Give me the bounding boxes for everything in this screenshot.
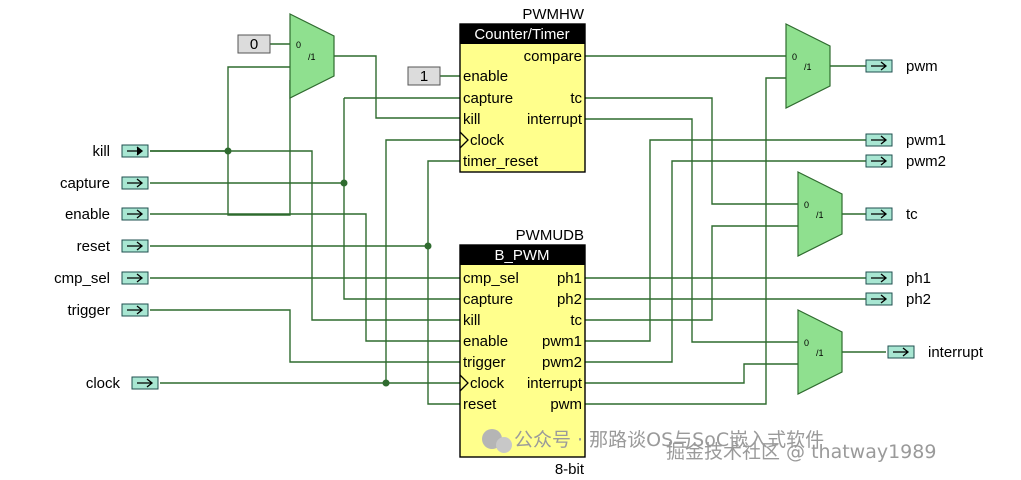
pwmhw-pin-timer-reset: timer_reset — [463, 153, 539, 170]
svg-text:0: 0 — [804, 200, 809, 210]
mux-interrupt[interactable]: 0 /1 — [797, 309, 843, 395]
input-label-trigger: trigger — [67, 302, 110, 319]
output-port-interrupt[interactable]: interrupt — [887, 344, 984, 361]
pwmudb-footer: 8-bit — [555, 461, 585, 478]
pwmudb-pin-capture: capture — [463, 291, 513, 308]
pwmhw-pin-interrupt: interrupt — [527, 111, 583, 128]
svg-text:/1: /1 — [816, 348, 824, 358]
input-label-reset: reset — [77, 238, 111, 255]
pwmudb-pin-ph1: ph1 — [557, 270, 582, 287]
output-port-pwm2[interactable]: pwm2 — [865, 153, 946, 170]
input-label-clock: clock — [86, 375, 121, 392]
output-label-ph2: ph2 — [906, 291, 931, 308]
pwmhw-block[interactable]: PWMHW Counter/Timer enable capture kill … — [459, 6, 586, 173]
pwmudb-pin-cmp-sel: cmp_sel — [463, 270, 519, 287]
input-port-enable[interactable]: enable — [65, 206, 149, 223]
pwmudb-pin-interrupt: interrupt — [527, 375, 583, 392]
output-port-pwm[interactable]: pwm — [865, 58, 938, 75]
pwmudb-pin-pwm: pwm — [550, 396, 582, 413]
clock-edge-icon — [459, 374, 469, 392]
pwmudb-instance-name: PWMUDB — [516, 227, 584, 244]
constant-0-value: 0 — [250, 36, 258, 53]
input-label-enable: enable — [65, 206, 110, 223]
pwmhw-pin-enable: enable — [463, 68, 508, 85]
svg-text:0: 0 — [296, 40, 301, 50]
wires — [150, 43, 886, 405]
pwmudb-pin-kill: kill — [463, 312, 481, 329]
output-label-pwm1: pwm1 — [906, 132, 946, 149]
watermark-text: 公众号 · 那路谈OS与SoC嵌入式软件 — [514, 429, 824, 451]
pwmhw-pin-capture: capture — [463, 90, 513, 107]
output-port-ph2[interactable]: ph2 — [865, 291, 931, 308]
input-port-capture[interactable]: capture — [60, 175, 149, 192]
pwmudb-pin-trigger: trigger — [463, 354, 506, 371]
svg-text:0: 0 — [804, 338, 809, 348]
pwmudb-block[interactable]: PWMUDB B_PWM cmp_sel capture kill enable… — [459, 227, 586, 478]
constant-1[interactable]: 1 — [407, 66, 441, 86]
output-port-tc[interactable]: tc — [865, 206, 918, 223]
input-port-reset[interactable]: reset — [77, 238, 149, 255]
output-label-pwm: pwm — [906, 58, 938, 75]
mux-tc[interactable]: 0 /1 — [797, 171, 843, 257]
pwmudb-pin-clock: clock — [470, 375, 505, 392]
watermark-text-2: 掘金技术社区 @ thatway1989 — [666, 441, 936, 463]
pwmudb-pin-pwm2: pwm2 — [542, 354, 582, 371]
pwmudb-type: B_PWM — [494, 247, 549, 264]
pwmhw-pin-clock: clock — [470, 132, 505, 149]
svg-text:0: 0 — [792, 52, 797, 62]
pwmhw-instance-name: PWMHW — [522, 6, 584, 23]
svg-text:/1: /1 — [308, 52, 316, 62]
pwmhw-pin-compare: compare — [524, 48, 582, 65]
pwmudb-pin-ph2: ph2 — [557, 291, 582, 308]
output-label-interrupt: interrupt — [928, 344, 984, 361]
output-label-ph1: ph1 — [906, 270, 931, 287]
svg-text:/1: /1 — [816, 210, 824, 220]
svg-text:/1: /1 — [804, 62, 812, 72]
junctions — [224, 147, 432, 387]
junction-dot — [382, 379, 390, 387]
constant-1-value: 1 — [420, 68, 428, 85]
clock-edge-icon — [459, 131, 469, 149]
input-label-cmp-sel: cmp_sel — [54, 270, 110, 287]
input-port-trigger[interactable]: trigger — [67, 302, 149, 319]
output-label-pwm2: pwm2 — [906, 153, 946, 170]
output-port-pwm1[interactable]: pwm1 — [865, 132, 946, 149]
pwmudb-pin-enable: enable — [463, 333, 508, 350]
output-label-tc: tc — [906, 206, 918, 223]
mux-pwm[interactable]: 0 /1 — [785, 23, 831, 109]
input-label-kill: kill — [93, 143, 111, 160]
output-port-ph1[interactable]: ph1 — [865, 270, 931, 287]
junction-dot — [424, 242, 432, 250]
input-port-cmp-sel[interactable]: cmp_sel — [54, 270, 149, 287]
input-port-kill[interactable]: kill — [93, 143, 149, 160]
pwmhw-pin-tc: tc — [570, 90, 582, 107]
pwmudb-pin-tc: tc — [570, 312, 582, 329]
watermark: 公众号 · 那路谈OS与SoC嵌入式软件 掘金技术社区 @ thatway198… — [482, 429, 936, 463]
constant-0[interactable]: 0 — [237, 34, 271, 54]
pwmudb-pin-pwm1: pwm1 — [542, 333, 582, 350]
input-port-clock[interactable]: clock — [86, 375, 159, 392]
pwmudb-pin-reset: reset — [463, 396, 497, 413]
junction-dot — [340, 179, 348, 187]
mux-kill-select[interactable]: 0 /1 — [289, 13, 335, 99]
pwmhw-type: Counter/Timer — [474, 26, 569, 43]
input-label-capture: capture — [60, 175, 110, 192]
junction-dot — [224, 147, 232, 155]
pwmhw-pin-kill: kill — [463, 111, 481, 128]
